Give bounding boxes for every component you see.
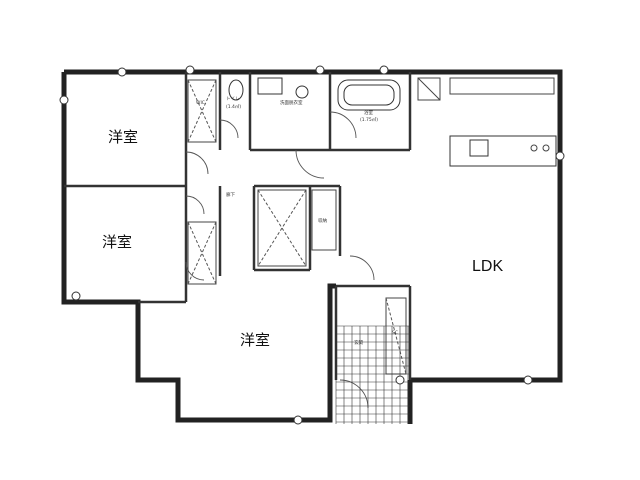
entrance-tile [335, 325, 410, 424]
label-hall: 廊下 [226, 191, 235, 198]
label-closet-2: SC [392, 330, 398, 336]
label-closet-1: WIC [196, 100, 205, 106]
room-label-ldk: LDK [472, 258, 503, 275]
label-bath-size: (1.75㎡) [360, 116, 378, 123]
label-storage: 収納 [318, 217, 327, 224]
doors [185, 111, 375, 409]
label-wc: トイレ [226, 97, 240, 102]
room-label-western-mid-left: 洋室 [102, 233, 132, 251]
label-washroom: 洗面脱衣室 [280, 99, 303, 106]
room-label-western-center: 洋室 [240, 331, 270, 349]
fixtures [228, 77, 557, 167]
room-label-western-top-left: 洋室 [108, 128, 138, 146]
column-markers [59, 65, 565, 425]
label-wc-area: (1.4㎡) [226, 103, 241, 110]
closets [187, 79, 407, 375]
label-entrance: 玄関 [354, 339, 363, 346]
label-bath: 浴室 [364, 109, 373, 116]
